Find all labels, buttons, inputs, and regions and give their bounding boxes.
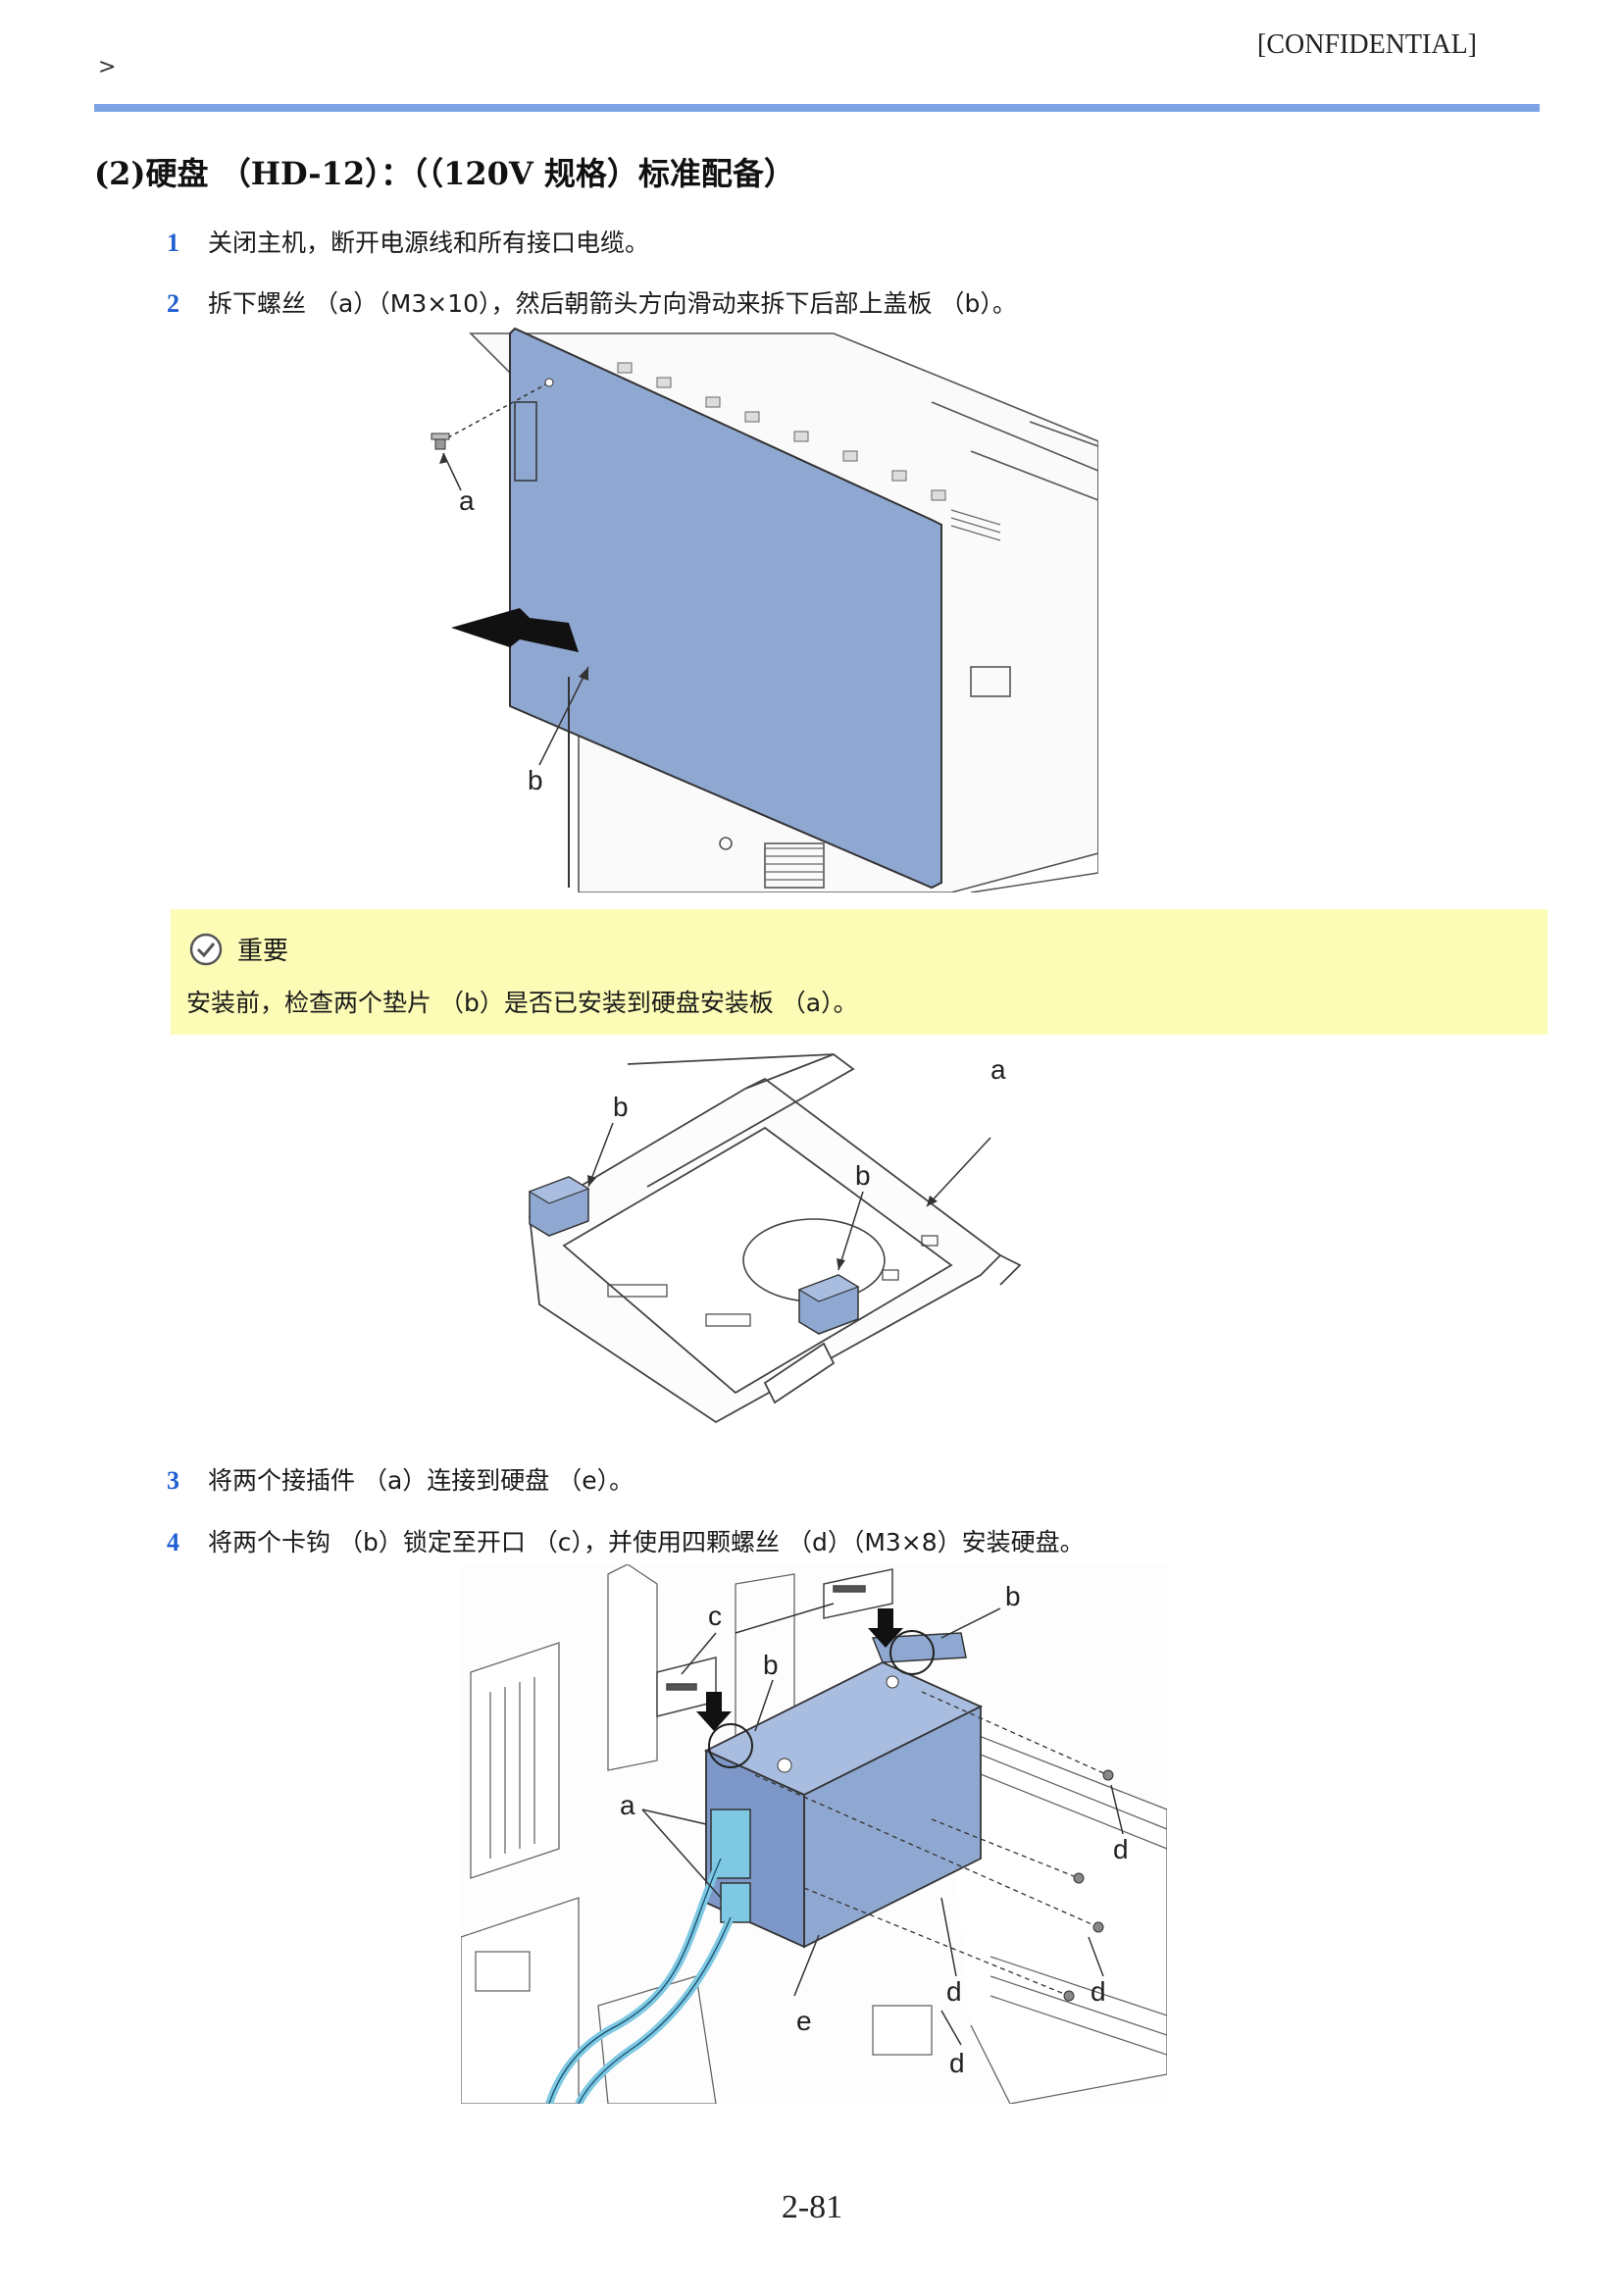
- screw-icon: [1063, 1769, 1114, 2002]
- label-b: b: [528, 765, 543, 795]
- label-d-4: d: [949, 2048, 965, 2078]
- step-text: 将两个接插件 （a）连接到硬盘 （e）。: [208, 1466, 634, 1495]
- note-title: 重要: [188, 931, 288, 967]
- label-e: e: [796, 2006, 812, 2036]
- step-4: 4 将两个卡钩 （b）锁定至开口 （c），并使用四颗螺丝 （d）（M3×8）安装硬…: [167, 1523, 1085, 1558]
- label-b-right: b: [1005, 1581, 1021, 1611]
- step-3: 3 将两个接插件 （a）连接到硬盘 （e）。: [167, 1461, 634, 1497]
- note-text: 安装前，检查两个垫片 （b）是否已安装到硬盘安装板 （a）。: [186, 989, 858, 1017]
- step-text: 关闭主机，断开电源线和所有接口电缆。: [208, 229, 650, 257]
- confidential-label: [CONFIDENTIAL]: [1257, 29, 1477, 60]
- spacer-left: [528, 1176, 590, 1237]
- figure-rear-cover: a b: [431, 327, 1098, 892]
- step-text: 将两个卡钩 （b）锁定至开口 （c），并使用四颗螺丝 （d）（M3×8）安装硬盘…: [208, 1528, 1085, 1556]
- step-number: 3: [167, 1466, 179, 1495]
- connector: [710, 1809, 751, 1923]
- screw-icon: [431, 433, 450, 450]
- label-d-1: d: [1113, 1834, 1129, 1864]
- step-2: 2 拆下螺丝 （a）（M3×10），然后朝箭头方向滑动来拆下后部上盖板 （b）。: [167, 284, 1017, 320]
- figure-hdd-install: c b b a d d d d e: [461, 1564, 1167, 2104]
- label-b-left: b: [613, 1092, 629, 1122]
- section-heading: (2)硬盘 （HD-12）：（（120V 规格）标准配备）: [94, 155, 795, 192]
- label-b-right: b: [855, 1160, 871, 1191]
- spacer-right: [797, 1274, 860, 1335]
- breadcrumb: >: [98, 55, 117, 79]
- page-number: 2-81: [781, 2189, 843, 2225]
- important-note: 重要 安装前，检查两个垫片 （b）是否已安装到硬盘安装板 （a）。: [171, 909, 1548, 1035]
- step-number: 4: [167, 1528, 179, 1556]
- check-circle-icon: [189, 933, 223, 965]
- label-a: a: [459, 485, 475, 516]
- header-rule: [94, 104, 1540, 112]
- rear-upper-cover: [509, 327, 942, 890]
- figure-mounting-plate: b a b: [528, 1053, 1022, 1424]
- down-arrow-icon: [696, 1608, 903, 1731]
- step-text: 拆下螺丝 （a）（M3×10），然后朝箭头方向滑动来拆下后部上盖板 （b）。: [208, 289, 1017, 318]
- label-b-left: b: [763, 1650, 779, 1680]
- note-title-text: 重要: [237, 937, 289, 966]
- label-a: a: [620, 1790, 635, 1820]
- label-c: c: [708, 1601, 722, 1631]
- label-d-3: d: [1091, 1976, 1106, 2007]
- label-d-2: d: [946, 1976, 962, 2007]
- step-1: 1 关闭主机，断开电源线和所有接口电缆。: [167, 224, 649, 259]
- label-a: a: [990, 1054, 1006, 1085]
- step-number: 2: [167, 289, 179, 318]
- step-number: 1: [167, 229, 179, 257]
- slide-arrow-icon: [451, 608, 579, 652]
